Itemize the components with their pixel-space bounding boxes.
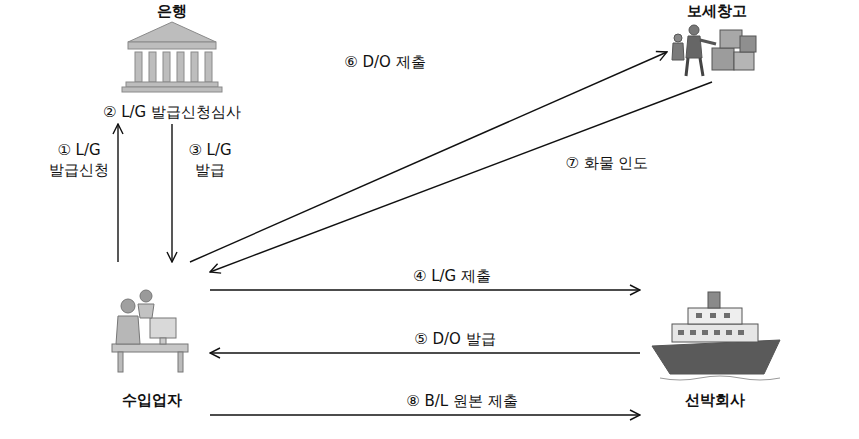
ship-icon [652, 292, 780, 380]
step-label: ⑧ B/L 원본 제출 [404, 391, 519, 411]
node-title: 선박회사 [685, 391, 745, 410]
step-label: ① L/G 발급신청 [45, 140, 113, 181]
bank-node: 은행 ② L/G 발급신청심사 [95, 0, 250, 124]
flow-arrow [210, 352, 640, 353]
ship-node: 선박회사 [640, 262, 790, 422]
node-note: ② L/G 발급신청심사 [103, 103, 241, 122]
warehouse-node: 보세창고 [667, 0, 767, 82]
flow-arrow [190, 52, 667, 262]
node-title: 은행 [157, 2, 187, 21]
importer-icon [112, 290, 188, 372]
warehouse-icon [672, 25, 756, 76]
step-label: ③ L/G 발급 [180, 140, 240, 181]
step-label: ⑦ 화물 인도 [564, 153, 651, 173]
node-title: 보세창고 [687, 2, 747, 21]
flow-arrow [171, 124, 172, 262]
flow-arrow [210, 414, 640, 415]
step-label: ⑤ D/O 발급 [412, 329, 497, 349]
step-label: ④ L/G 제출 [411, 266, 493, 286]
flow-arrow [210, 289, 640, 290]
bank-icon [122, 22, 222, 92]
flow-arrow [210, 82, 712, 272]
flow-arrow [117, 124, 118, 262]
node-title: 수입업자 [122, 391, 182, 410]
step-label: ⑥ D/O 제출 [342, 52, 427, 72]
importer-node: 수입업자 [94, 262, 210, 422]
